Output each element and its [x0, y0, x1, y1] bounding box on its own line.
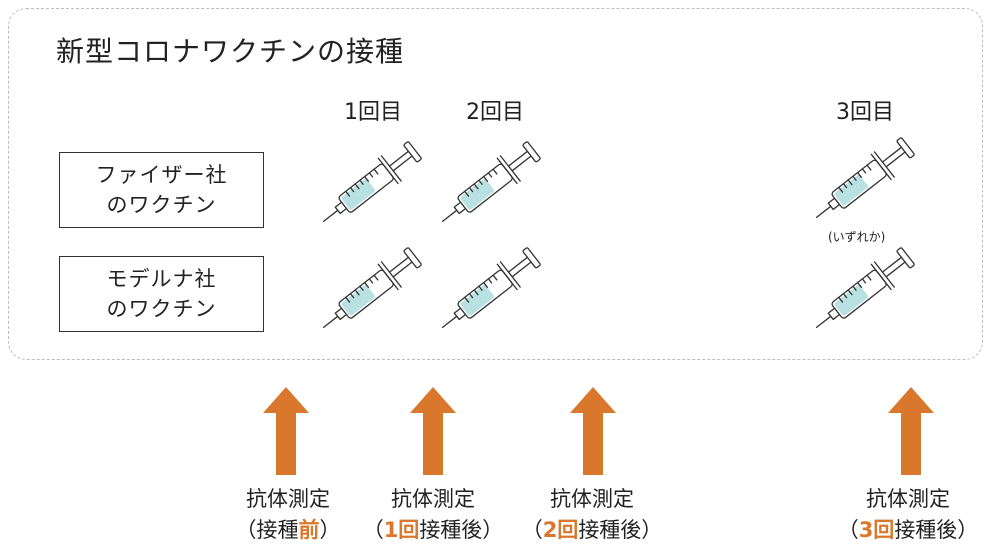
dose-2-label: 2回目: [466, 100, 524, 125]
timing-close: 接種後）: [894, 518, 979, 542]
moderna-vaccine-box: モデルナ社 のワクチン: [59, 256, 264, 332]
measurement-title: 抗体測定: [550, 487, 634, 511]
measurement-timing: （1回接種後）: [363, 515, 504, 546]
timing-highlight: 2回: [542, 518, 579, 542]
arrow-up-icon-after-3: [888, 387, 934, 475]
timing-close: ）: [319, 518, 341, 542]
syringe-icon-pfizer-dose1: [322, 138, 427, 226]
arrow-up-icon-after-1: [410, 387, 456, 475]
timing-close: 接種後）: [578, 518, 663, 542]
dose-1-label: 1回目: [344, 100, 402, 125]
syringe-icon-dose3-lower: [815, 244, 920, 332]
measurement-label-after-1: 抗体測定 （1回接種後）: [363, 484, 504, 546]
moderna-label-line1: モデルナ社: [106, 267, 217, 291]
measurement-label-after-2: 抗体測定 （2回接種後）: [522, 484, 663, 546]
either-note: (いずれか): [828, 230, 886, 244]
arrow-up-icon-after-2: [570, 387, 616, 475]
diagram-title: 新型コロナワクチンの接種: [56, 35, 405, 68]
syringe-icon-dose3-upper: [815, 134, 920, 222]
timing-highlight: 3回: [858, 518, 895, 542]
arrow-up-icon-before: [263, 387, 309, 475]
timing-open: （: [362, 518, 384, 542]
timing-open: （: [521, 518, 543, 542]
measurement-title: 抗体測定: [866, 487, 950, 511]
syringe-icon-moderna-dose2: [441, 244, 546, 332]
measurement-timing: （3回接種後）: [838, 515, 979, 546]
pfizer-label-line2: のワクチン: [106, 193, 217, 217]
measurement-title: 抗体測定: [391, 487, 475, 511]
diagram-frame: [8, 8, 983, 360]
dose-3-label: 3回目: [836, 100, 894, 125]
measurement-timing: （2回接種後）: [522, 515, 663, 546]
syringe-icon-moderna-dose1: [322, 244, 427, 332]
pfizer-vaccine-box: ファイザー社 のワクチン: [59, 152, 264, 228]
pfizer-label-line1: ファイザー社: [95, 163, 228, 187]
timing-open: （: [837, 518, 859, 542]
measurement-title: 抗体測定: [246, 487, 330, 511]
timing-open: （接種: [235, 518, 299, 542]
measurement-label-before: 抗体測定 （接種前）: [236, 484, 341, 546]
timing-close: 接種後）: [419, 518, 504, 542]
timing-highlight: 前: [298, 518, 320, 542]
syringe-icon-pfizer-dose2: [441, 138, 546, 226]
measurement-timing: （接種前）: [236, 515, 341, 546]
timing-highlight: 1回: [383, 518, 420, 542]
measurement-label-after-3: 抗体測定 （3回接種後）: [838, 484, 979, 546]
moderna-label-line2: のワクチン: [106, 297, 217, 321]
